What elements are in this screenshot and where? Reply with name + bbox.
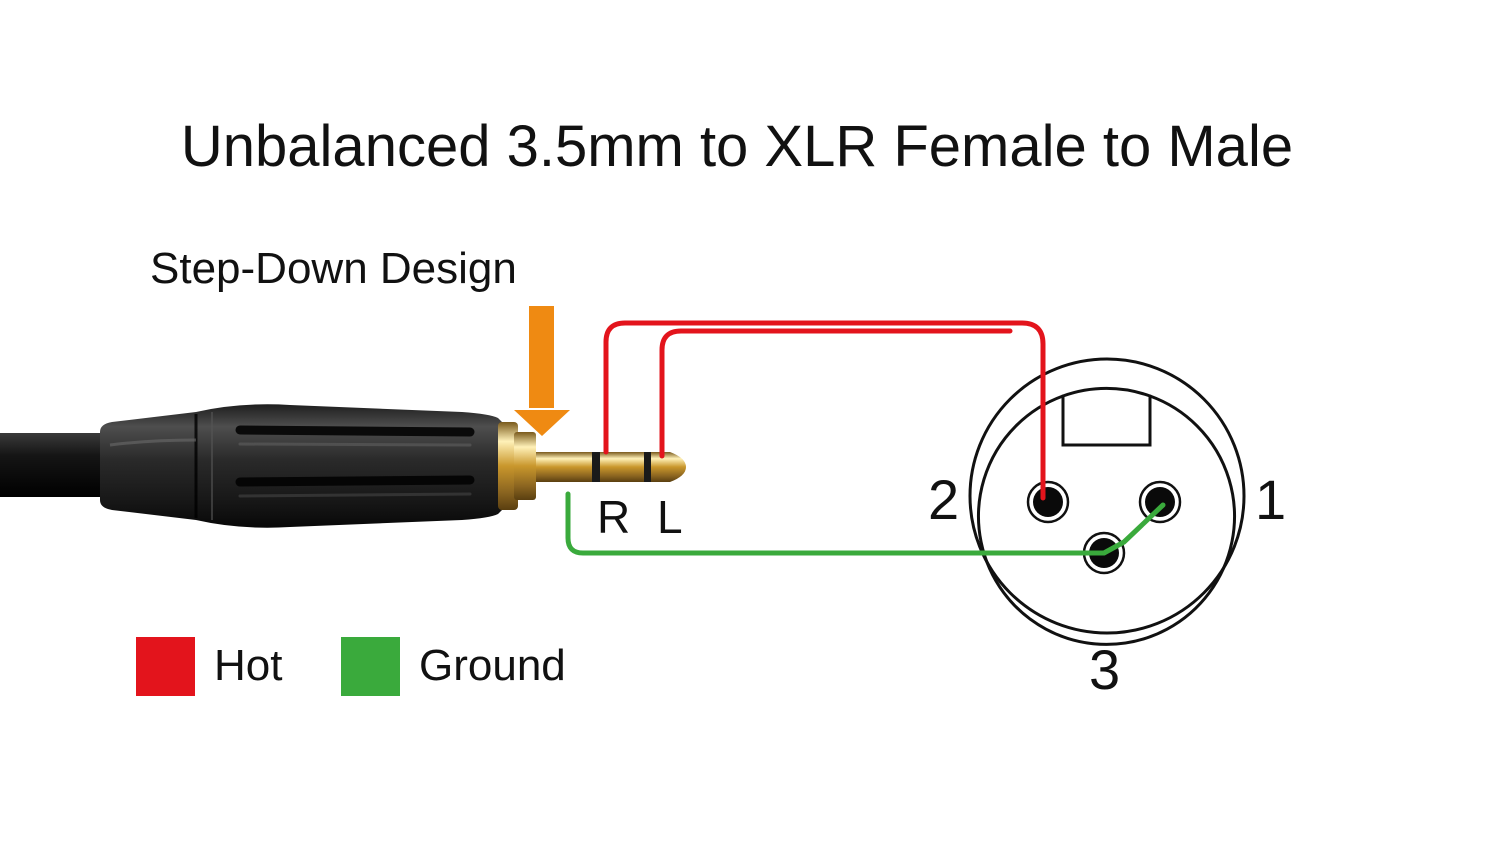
step-down-arrow-icon	[514, 306, 570, 436]
legend-label-hot: Hot	[214, 641, 283, 690]
pin-2-label: 2	[928, 468, 960, 531]
jack-left-label: L	[657, 491, 683, 543]
jack-body	[100, 404, 512, 528]
audio-cable	[0, 433, 112, 497]
legend-item-ground: Ground	[341, 636, 566, 696]
hot-wire-right	[603, 320, 1046, 501]
xlr-pin-1	[1138, 480, 1182, 524]
pin-1-label: 1	[1255, 468, 1287, 531]
xlr-connector	[968, 357, 1246, 646]
legend-swatch-ground	[341, 636, 400, 696]
hot-wire-left	[659, 328, 1013, 459]
legend-swatch-hot	[136, 636, 195, 696]
diagram-title: Unbalanced 3.5mm to XLR Female to Male	[180, 114, 1294, 179]
xlr-pin-2	[1026, 480, 1070, 524]
ground-wire	[565, 491, 1166, 556]
legend-item-hot: Hot	[136, 636, 282, 696]
jack-plug	[498, 422, 686, 510]
pin-3-label: 3	[1089, 638, 1121, 701]
legend-label-ground: Ground	[419, 641, 566, 690]
jack-right-label: R	[597, 491, 631, 543]
step-down-callout: Step-Down Design	[150, 244, 517, 293]
